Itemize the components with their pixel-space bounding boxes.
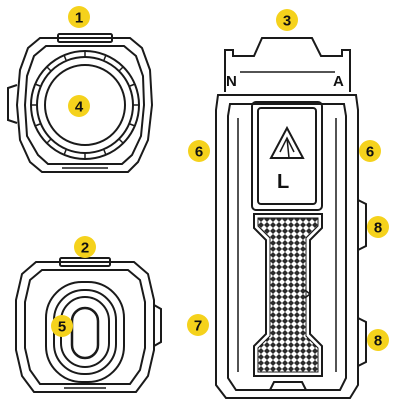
callout-8-bottom-label: 8 (374, 333, 382, 350)
side-view-body-inner (227, 103, 347, 391)
grip-panel-texture (257, 217, 319, 373)
callout-2-label: 2 (81, 240, 89, 257)
callout-6-left: 6 (188, 140, 210, 162)
logo-triangle-icon (269, 125, 305, 159)
callout-2: 2 (74, 236, 96, 258)
front-view-top-cap (57, 33, 113, 43)
mount-right-label: A (333, 73, 344, 90)
front-view-left-button (7, 84, 18, 124)
callout-8-top: 8 (367, 216, 389, 238)
right-side-button-bottom (357, 317, 367, 367)
callout-4: 4 (68, 95, 90, 117)
body-letter-label: L (277, 171, 289, 193)
callout-8-top-label: 8 (374, 220, 382, 237)
side-view: N A L (215, 37, 367, 399)
callout-6-left-marker (188, 140, 210, 162)
callout-8-bottom-marker (367, 329, 389, 351)
callout-8-top-marker (367, 216, 389, 238)
callout-6-right-marker (359, 140, 381, 162)
right-side-button-top (357, 199, 367, 251)
callout-8-bottom: 8 (367, 329, 389, 351)
callout-7: 7 (187, 314, 209, 336)
usb-c-port (70, 306, 100, 360)
front-view-outer-shell (15, 37, 154, 173)
mount-left-label: N (226, 73, 237, 90)
side-view-body-outline (215, 94, 359, 399)
callout-4-marker (68, 95, 90, 117)
bottom-view (15, 257, 162, 393)
front-view-bezel-teeth (31, 51, 139, 159)
bottom-view-outer-shell (15, 261, 155, 393)
callout-6-left-label: 6 (195, 144, 203, 161)
grip-indicator-arrow-icon (304, 289, 312, 299)
side-view-bottom-notch (269, 381, 307, 391)
callout-3: 3 (276, 9, 298, 31)
front-view-bottom-vents (62, 167, 108, 173)
face-plate (251, 101, 323, 211)
callout-2-marker (74, 236, 96, 258)
callout-7-label: 7 (194, 318, 202, 335)
port-recess-outer (45, 281, 125, 383)
callout-3-label: 3 (283, 13, 291, 30)
face-plate-inner (257, 107, 317, 205)
lens (44, 64, 126, 146)
grip-panel-frame (253, 213, 323, 377)
front-view (7, 33, 154, 173)
bottom-view-right-button (153, 304, 162, 347)
front-view-inner-shell (23, 45, 146, 165)
callout-4-label: 4 (75, 99, 84, 116)
bottom-view-inner-shell (24, 269, 146, 385)
callout-7-marker (187, 314, 209, 336)
callout-5: 5 (51, 315, 73, 337)
callout-1-label: 1 (75, 10, 83, 27)
logo-inner-mark-icon (279, 136, 295, 159)
callout-5-label: 5 (58, 319, 66, 336)
callout-6-right-label: 6 (366, 144, 374, 161)
callout-5-marker (51, 315, 73, 337)
callout-3-marker (276, 9, 298, 31)
mount-bracket (224, 37, 351, 92)
callout-1: 1 (68, 6, 90, 28)
callout-6-right: 6 (359, 140, 381, 162)
callout-1-marker (68, 6, 90, 28)
